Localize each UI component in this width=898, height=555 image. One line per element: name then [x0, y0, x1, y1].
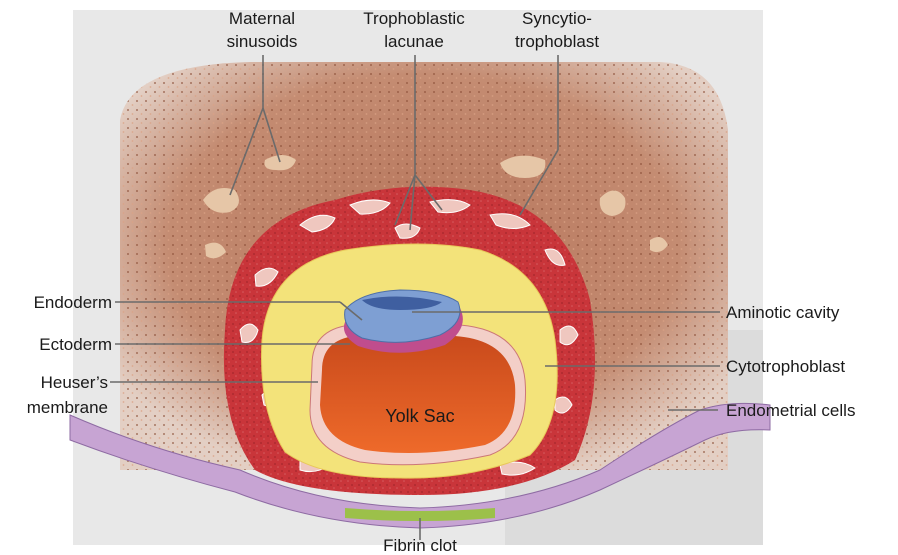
label-yolk-sac: Yolk Sac: [385, 406, 454, 426]
label-endoderm: Endoderm: [34, 293, 112, 312]
label-maternal-sinusoids-line2: sinusoids: [227, 32, 298, 51]
label-trophoblastic-lacunae-line1: Trophoblastic: [363, 9, 465, 28]
label-trophoblastic-lacunae-line2: lacunae: [384, 32, 444, 51]
label-cytotrophoblast: Cytotrophoblast: [726, 357, 845, 376]
label-fibrin-clot: Fibrin clot: [383, 536, 457, 555]
label-heusers-membrane-line2: membrane: [27, 398, 108, 417]
label-syncytiotrophoblast-line1: Syncytio-: [522, 9, 592, 28]
label-heusers-membrane-line1: Heuser’s: [41, 373, 108, 392]
label-syncytiotrophoblast-line2: trophoblast: [515, 32, 599, 51]
label-ectoderm: Ectoderm: [39, 335, 112, 354]
yolk-sac: [320, 336, 515, 453]
label-endometrial-cells: Endometrial cells: [726, 401, 855, 420]
label-aminotic-cavity: Aminotic cavity: [726, 303, 840, 322]
label-maternal-sinusoids-line1: Maternal: [229, 9, 295, 28]
